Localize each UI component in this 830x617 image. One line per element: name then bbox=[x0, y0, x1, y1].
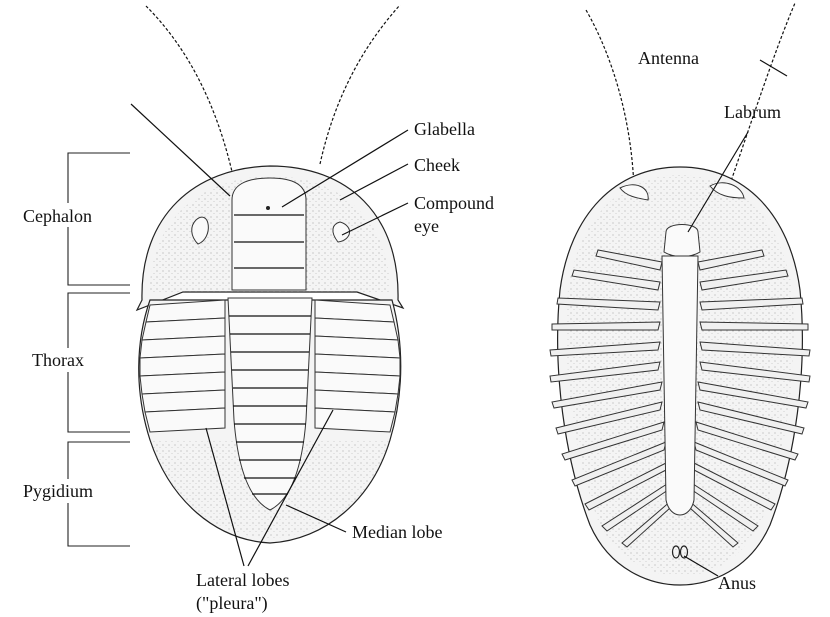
glabella-label: Glabella bbox=[414, 119, 475, 139]
labrum-label: Labrum bbox=[724, 102, 781, 122]
lateral-lobes-label-line2: ("pleura") bbox=[196, 593, 268, 614]
dorsal-antenna-right bbox=[320, 5, 400, 164]
median-lobe-label: Median lobe bbox=[352, 522, 442, 542]
dorsal-glabella bbox=[232, 178, 306, 290]
leader-antenna bbox=[760, 60, 787, 76]
thorax-label: Thorax bbox=[32, 350, 84, 370]
dorsal-trilobite bbox=[137, 5, 403, 543]
antenna-label: Antenna bbox=[638, 48, 699, 68]
compound-eye-label-line1: Compound bbox=[414, 193, 494, 213]
lateral-lobes-label-line1: Lateral lobes bbox=[196, 570, 289, 590]
cheek-label: Cheek bbox=[414, 155, 460, 175]
ventral-antenna-left bbox=[586, 10, 634, 190]
leader-cheek bbox=[340, 164, 408, 200]
pygidium-label: Pygidium bbox=[23, 481, 93, 501]
cephalon-label: Cephalon bbox=[23, 206, 92, 226]
glabella-node bbox=[266, 206, 270, 210]
dorsal-antenna-left bbox=[146, 6, 236, 190]
ventral-trilobite bbox=[550, 3, 810, 585]
compound-eye-label-line2: eye bbox=[414, 216, 439, 236]
ventral-axis bbox=[662, 256, 698, 515]
anus-label: Anus bbox=[718, 573, 756, 593]
ventral-labrum bbox=[664, 225, 700, 257]
ventral-antenna-right bbox=[728, 3, 795, 190]
